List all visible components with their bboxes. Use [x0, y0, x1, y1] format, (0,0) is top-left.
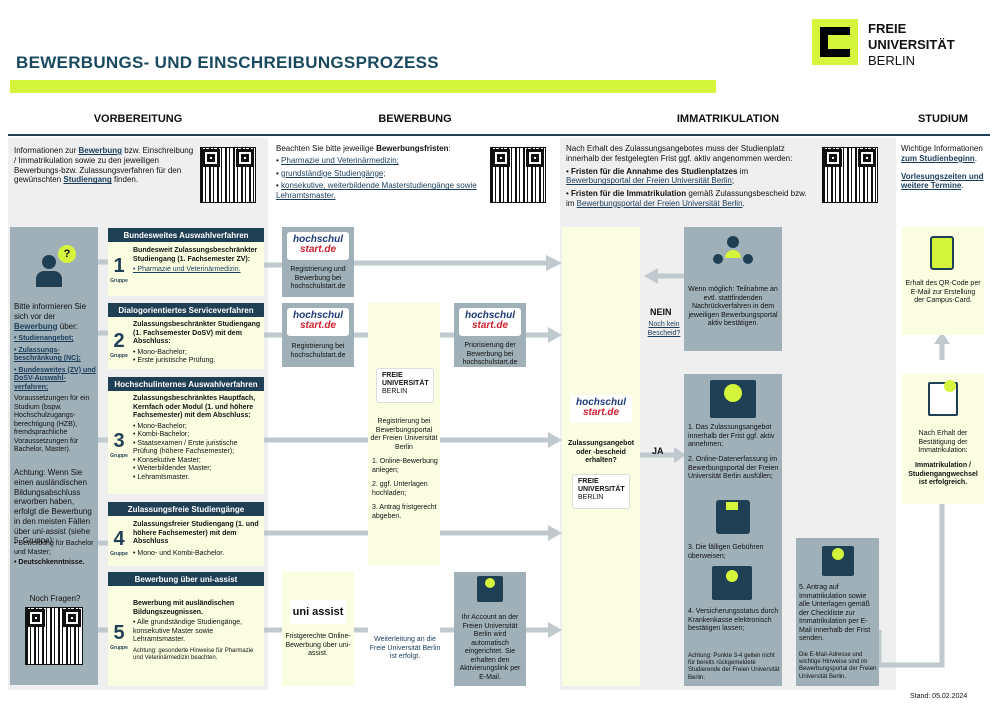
reg2-text: Registrierung bei hochschulstart.de — [290, 343, 346, 359]
info-vorbereitung: Informationen zur Bewerbung bzw. Einschr… — [14, 146, 194, 185]
account-text: Ihr Account an der Freien Universität Be… — [459, 614, 521, 681]
link-portal-1[interactable]: Bewerbungsportal der Freien Universität … — [566, 176, 732, 186]
group4-text: Zulassungsfreier Studiengang (1. und höh… — [133, 521, 263, 558]
step2-text: 2. Online-Datenerfassung im Bewerbungspo… — [688, 456, 779, 481]
logo-line3: BERLIN — [868, 53, 915, 68]
link-portal-2[interactable]: Bewerbungsportal der Freien Universität … — [576, 198, 743, 208]
fu-portal-box — [368, 303, 440, 565]
link-studiengang[interactable]: Studiengang — [63, 175, 112, 185]
fu-portal-text: Registrierung bei Bewerbungsportal der F… — [370, 418, 438, 451]
link-bewerbung[interactable]: Bewerbung — [78, 146, 123, 155]
link-grundstaendig[interactable]: grundständige Studiengänge; — [281, 168, 386, 178]
user-question-icon: ? — [36, 245, 76, 287]
qr-code-3[interactable] — [822, 147, 878, 203]
group3-text: Zulassungsbeschränktes Hauptfach, Kernfa… — [133, 395, 263, 482]
bestaetigung-text: Nach Erhalt der Bestätigung der Immatrik… — [918, 430, 968, 455]
link-pharmazie[interactable]: Pharmazie und Veterinärmedizin; — [281, 155, 399, 165]
nachrueck-text: Wenn möglich: Teilnahme an evtl. stattfi… — [688, 286, 778, 328]
step3-text: 3. Die fälligen Gebühren überweisen; — [688, 544, 764, 560]
stand-date: Stand: 05.02.2024 — [910, 693, 968, 700]
step5-email-note: Die E-Mail-Adresse und wichtige Hinweise… — [799, 652, 877, 680]
title-underline — [10, 80, 716, 93]
group-people-icon — [713, 236, 753, 272]
page-title: BEWERBUNGS- UND EINSCHREIBUNGSPROZESS — [16, 53, 439, 72]
group5-header: Bewerbung über uni-assist — [108, 572, 264, 586]
wechsel-text: Immatrikulation / Studiengangwechsel ist… — [908, 462, 978, 487]
phone-qr-icon — [930, 236, 954, 270]
logo-line2: UNIVERSITÄT — [868, 37, 955, 52]
zulassung-question: Zulassungsangebot oder -bescheid erhalte… — [567, 440, 635, 465]
certificate-icon — [928, 380, 958, 416]
link-studienbeginn[interactable]: zum Studienbeginn — [901, 153, 975, 163]
info-studium: Wichtige Informationen zum Studienbeginn… — [901, 144, 984, 191]
uniassist-text: Fristgerechte Online-Bewerbung über uni-… — [285, 633, 351, 658]
email-icon-1 — [477, 576, 503, 602]
logo-line1: FREIE — [868, 21, 907, 36]
weiterleitung-text: Weiterleitung an die Freie Universität B… — [369, 636, 441, 661]
group4-header: Zulassungsfreie Studiengänge — [108, 502, 264, 516]
qr-code-2[interactable] — [490, 147, 546, 203]
step4-text: 4. Versicherungsstatus durch Krankenkass… — [688, 608, 779, 633]
group1-header: Bundesweites Auswahlverfahren — [108, 228, 264, 242]
uniassist-logo: uni assist — [290, 600, 346, 624]
email-icon-2 — [822, 546, 854, 576]
info-bewerbung: Beachten Sie bitte jeweilige Bewerbungsf… — [276, 144, 481, 201]
qr-code-1[interactable] — [200, 147, 256, 203]
zulassung-box — [562, 227, 640, 686]
left-intro: Bitte informieren Sie sich vor der Bewer… — [14, 302, 87, 331]
noch-fragen: Noch Fragen? — [29, 594, 81, 603]
laptop-check-icon — [710, 380, 756, 418]
col-bewerbung: BEWERBUNG — [378, 113, 452, 125]
reg1-text: Registrierung und Bewerbung bei hochschu… — [290, 266, 346, 291]
col-immatrikulation: IMMATRIKULATION — [676, 113, 780, 125]
group2-text: Zulassungsbeschränkter Studiengang (1. F… — [133, 321, 263, 366]
wallet-icon — [716, 500, 750, 534]
group1-text: Bundesweit Zulassungsbeschränkter Studie… — [133, 247, 263, 275]
info-immatrikulation: Nach Erhalt des Zulassungsangebotes muss… — [566, 144, 812, 209]
fu-portal-steps: 1. Online-Bewerbung anlegen; 2. ggf. Unt… — [372, 458, 438, 520]
uniassist-box — [282, 572, 354, 686]
nein-label: NEIN — [650, 307, 672, 317]
col-studium: STUDIUM — [917, 113, 969, 125]
prio-text: Priorisierung der Bewerbung bei hochschu… — [462, 342, 518, 367]
left-list-2: Bewerbung für Bachelor und Master; Deuts… — [14, 540, 96, 568]
link-vorlesungszeiten[interactable]: Vorlesungszeiten und weitere Termine — [901, 171, 984, 191]
step1-text: 1. Das Zulassungsangebot innerhalb der F… — [688, 424, 775, 449]
steps-note: Achtung: Punkte 3-4 gelten nicht für ber… — [688, 653, 780, 681]
link-master[interactable]: konsekutive, weiterbildende Masterstudie… — [276, 181, 477, 200]
group3-header: Hochschulinternes Auswahlverfahren — [108, 377, 264, 391]
campuscard-text: Erhalt des QR-Code per E-Mail zur Erstel… — [905, 280, 981, 305]
insurance-icon — [712, 566, 752, 600]
left-list: Studienangebot; Zulassungs-beschränkung … — [14, 335, 96, 392]
qr-code-4[interactable] — [25, 607, 83, 665]
ja-label: JA — [652, 446, 664, 456]
left-voraussetzungen: Voraussetzungen für ein Studium (bspw. H… — [14, 395, 90, 454]
group5-text: Bewerbung mit ausländischen Bildungszeug… — [133, 600, 263, 662]
fu-logo: FREIE UNIVERSITÄT BERLIN — [812, 15, 990, 77]
group2-header: Dialogorientiertes Serviceverfahren — [108, 303, 264, 317]
step5-text: 5. Antrag auf Immatrikulation sowie alle… — [799, 584, 871, 643]
col-vorbereitung: VORBEREITUNG — [93, 113, 183, 125]
nein-sub: Noch kein Bescheid? — [647, 321, 681, 337]
